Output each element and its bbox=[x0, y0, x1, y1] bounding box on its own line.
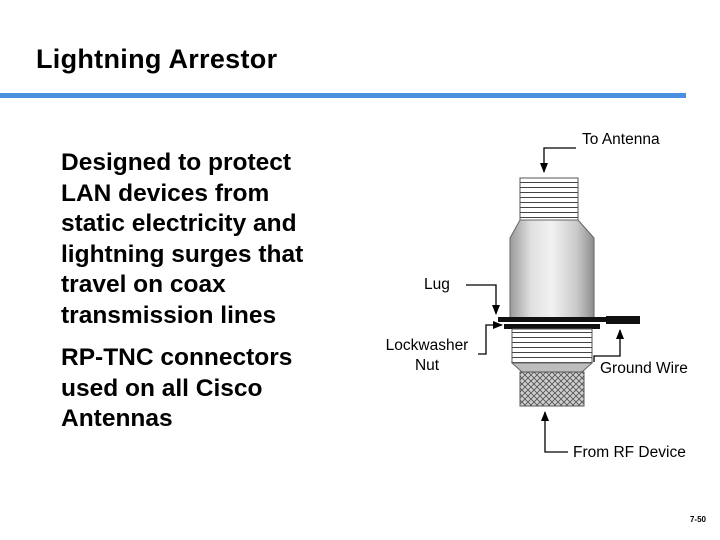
bullet-item: RP-TNC connectors used on all Cisco Ante… bbox=[61, 344, 293, 432]
slide-number: 7-50 bbox=[689, 515, 706, 524]
connector-neck bbox=[510, 362, 594, 373]
lockwasher-plate bbox=[504, 324, 600, 329]
bullet-item: Designed to protect LAN devices from sta… bbox=[61, 149, 304, 329]
label-from-rf-device: From RF Device bbox=[573, 444, 686, 461]
label-lockwasher-nut: Lockwasher Nut bbox=[372, 336, 482, 376]
slide-title: Lightning Arrestor bbox=[36, 44, 278, 74]
bottom-connector-knurl bbox=[519, 371, 585, 407]
label-lug: Lug bbox=[424, 276, 450, 293]
label-lockwasher: Lockwasher bbox=[385, 337, 469, 354]
top-connector-threads bbox=[519, 177, 579, 221]
title-underline bbox=[0, 93, 686, 98]
from-rf-arrow bbox=[541, 411, 568, 453]
to-antenna-arrow bbox=[540, 147, 576, 173]
ground-wire-arrow bbox=[593, 329, 624, 362]
ground-wire bbox=[606, 316, 640, 324]
label-to-antenna: To Antenna bbox=[582, 131, 660, 148]
label-nut: Nut bbox=[414, 357, 440, 374]
lug-arrow bbox=[466, 284, 500, 315]
arrestor-body bbox=[509, 219, 595, 319]
nut bbox=[511, 328, 593, 364]
bullet-list: Designed to protect LAN devices from sta… bbox=[61, 148, 371, 447]
lug-plate bbox=[498, 317, 606, 322]
label-ground-wire: Ground Wire bbox=[600, 360, 688, 377]
lockwasher-arrow bbox=[478, 321, 503, 355]
